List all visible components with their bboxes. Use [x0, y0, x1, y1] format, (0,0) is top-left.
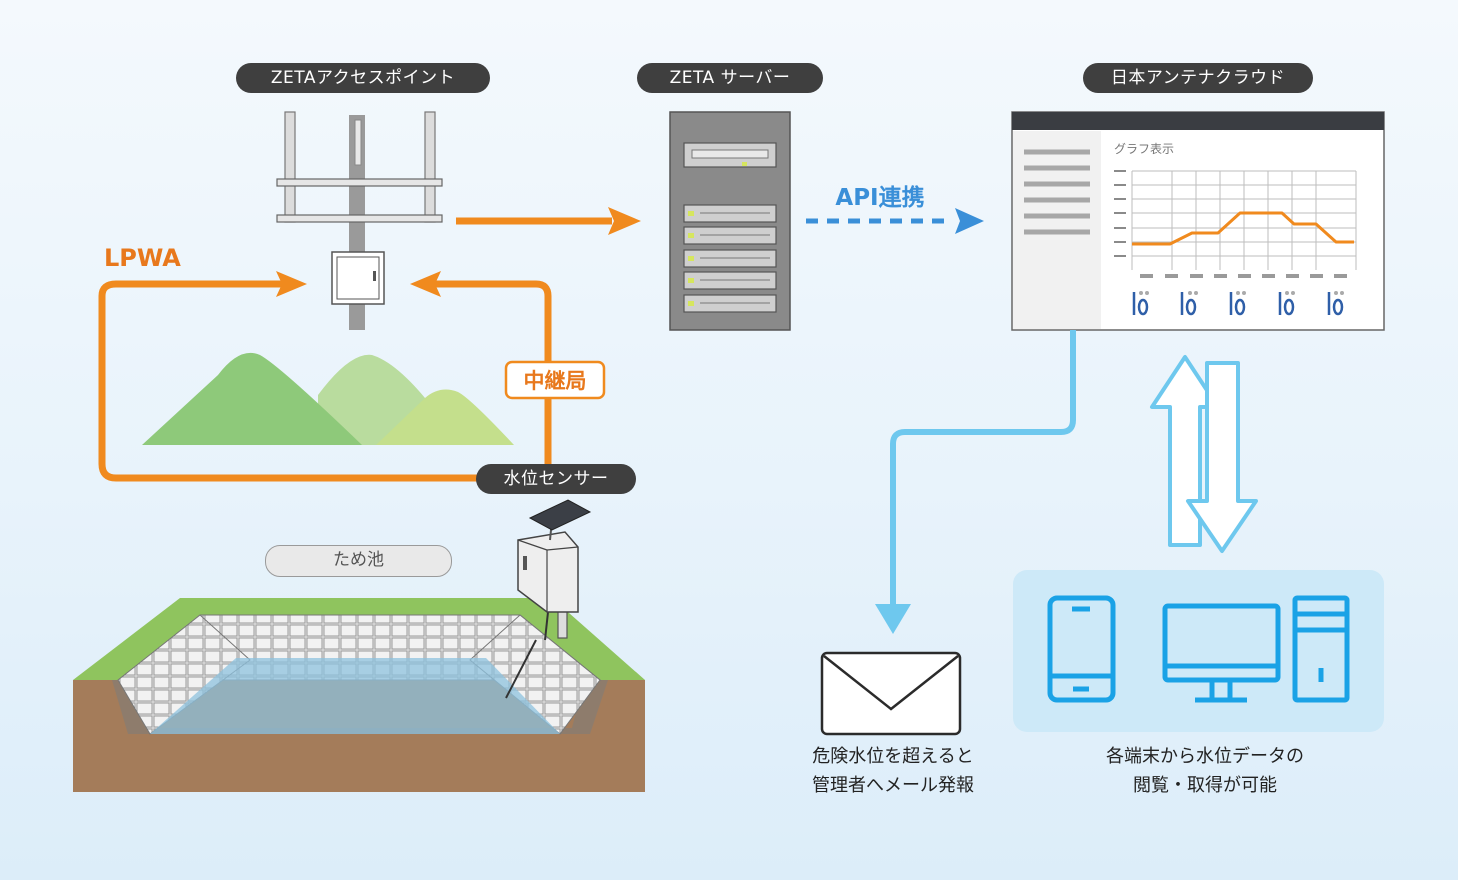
devices-panel [1013, 570, 1384, 732]
server-label: ZETA サーバー [637, 63, 823, 93]
devices-caption-line1: 各端末から水位データの [1106, 746, 1304, 767]
monitor-dashboard-icon [1011, 111, 1385, 331]
lpwa-label: LPWA [104, 244, 181, 272]
mail-caption-line1: 危険水位を超えると [812, 746, 974, 767]
sensor-label: 水位センサー [476, 464, 636, 494]
server-icon [669, 111, 791, 331]
uplink-arrow [456, 207, 641, 235]
notify-arrow [875, 330, 1076, 634]
lpwa-loop [98, 271, 552, 482]
graph-title: グラフ表示 [1114, 142, 1174, 156]
cloud-label: 日本アンテナクラウド [1083, 63, 1313, 93]
relay-station-box [504, 360, 606, 400]
pond-label: ため池 [265, 545, 452, 577]
mountain-icon [142, 352, 514, 445]
pond-icon [73, 598, 645, 792]
solar-panel-icon [528, 499, 592, 541]
mail-caption: 危険水位を超えると 管理者へメール発報 [780, 742, 1006, 800]
devices-caption-line2: 閲覧・取得が可能 [1133, 775, 1277, 796]
devices-caption: 各端末から水位データの 閲覧・取得が可能 [1070, 742, 1340, 800]
api-label: API連携 [835, 184, 924, 211]
smartphone-icon [1047, 595, 1116, 703]
desktop-monitor-icon [1162, 603, 1281, 703]
access-point-label: ZETAアクセスポイント [236, 63, 490, 93]
antenna-tower-icon [276, 111, 443, 330]
relay-label: 中継局 [524, 369, 587, 393]
pc-tower-icon [1292, 595, 1350, 703]
envelope-icon [820, 651, 962, 736]
double-arrow-icon [1150, 355, 1258, 553]
sensor-box-icon [517, 531, 579, 641]
mail-caption-line2: 管理者へメール発報 [812, 775, 974, 796]
api-arrow [806, 208, 984, 234]
